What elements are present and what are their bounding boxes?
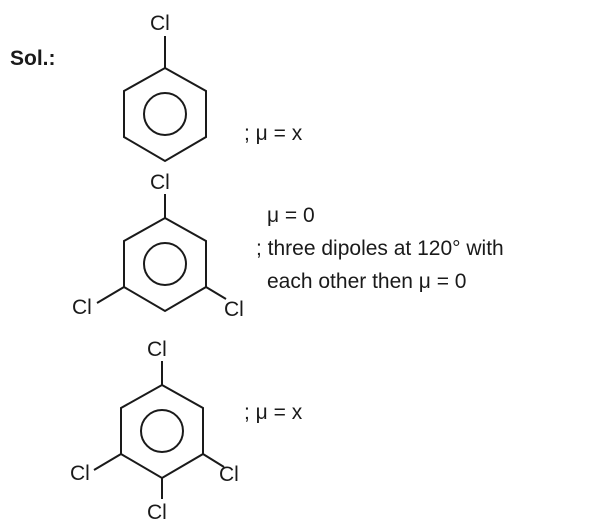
cl-label-3-bottom: Cl xyxy=(147,501,167,523)
cl-label-3-left: Cl xyxy=(70,462,90,485)
dipole-note-2-line-3: each other then μ = 0 xyxy=(267,270,467,293)
cl-label-2-top: Cl xyxy=(150,171,170,194)
cl-label-2-right: Cl xyxy=(224,298,244,321)
aromatic-circle-3 xyxy=(140,409,184,453)
chlorobenzene-structure: Cl xyxy=(123,12,207,163)
cl-label-2-left: Cl xyxy=(72,296,92,319)
benzene-ring-1 xyxy=(123,66,207,163)
trichlorobenzene-structure: Cl Cl Cl xyxy=(72,171,244,321)
c-cl-bond-2-left xyxy=(96,286,125,304)
dipole-note-2-line-2: ; three dipoles at 120° with xyxy=(256,237,504,260)
dipole-note-3: ; μ = x xyxy=(244,401,303,424)
tetrachlorobenzene-structure: Cl Cl Cl Cl xyxy=(70,338,239,523)
cl-label-1-top: Cl xyxy=(150,12,170,35)
aromatic-circle-1 xyxy=(143,92,187,136)
c-cl-bond-3-left xyxy=(93,453,122,471)
aromatic-circle-2 xyxy=(143,242,187,286)
solution-heading: Sol.: xyxy=(10,47,56,70)
dipole-note-1: ; μ = x xyxy=(244,122,303,145)
benzene-ring-2 xyxy=(123,216,207,313)
dipole-note-2-line-1: μ = 0 xyxy=(267,204,315,227)
c-cl-bond-3-right xyxy=(202,453,225,468)
cl-label-3-right: Cl xyxy=(219,463,239,486)
cl-label-3-top: Cl xyxy=(147,338,167,361)
benzene-ring-3 xyxy=(120,383,204,480)
c-cl-bond-2-right xyxy=(205,286,227,300)
